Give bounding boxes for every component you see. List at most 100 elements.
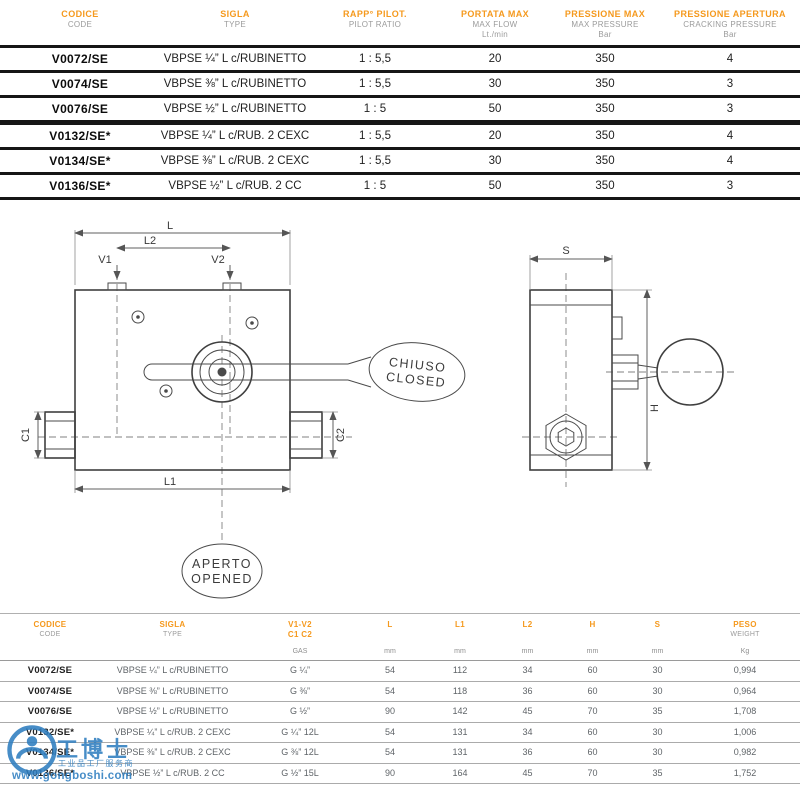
cell-type: VBPSE ½” L c/RUBINETTO — [163, 103, 307, 115]
col-header-sigla: SIGLA TYPE — [220, 9, 250, 29]
cell-s: 30 — [652, 685, 663, 696]
table-row: V0074/SE VBPSE ⅜” L c/RUBINETTO G ⅜” 54 … — [0, 682, 800, 702]
cell-l2: 45 — [522, 767, 533, 778]
cell-gas: G ¼” — [289, 665, 310, 675]
cell-code: V0134/SE* — [49, 154, 111, 168]
cell-weight: 1,006 — [733, 726, 757, 737]
cell-l: 54 — [384, 747, 395, 757]
cell-code: V0136/SE* — [49, 179, 111, 193]
closed-position-label: CHIUSO CLOSED — [368, 342, 466, 402]
closed-label-line1: CHIUSO — [388, 355, 447, 375]
table-row: V0072/SE VBPSE ¼” L c/RUBINETTO 1 : 5,5 … — [0, 45, 800, 70]
table-row: V0136/SE* VBPSE ½” L c/RUB. 2 CC G ½” 15… — [0, 764, 800, 784]
cell-flow: 50 — [488, 180, 502, 192]
cell-code: V0076/SE — [27, 706, 73, 717]
col-header-gas-ports: V1-V2 C1 C2 GAS — [287, 620, 313, 655]
cell-gas: G ¼” 12L — [281, 726, 319, 737]
dimensions: L L2 V1 V2 C1 C2 L1 S — [20, 220, 661, 493]
cell-type: VBPSE ⅜” L c/RUBINETTO — [116, 685, 229, 696]
specs-table-header: CODICE CODE SIGLA TYPE RAPP° PILOT. PILO… — [0, 0, 800, 45]
cell-code: V0076/SE — [51, 102, 109, 116]
valve-drawing-svg: CHIUSO CLOSED APERTO OPENED — [20, 220, 736, 599]
col-header-max-flow: PORTATA MAX MAX FLOW Lt./min — [460, 9, 530, 39]
valve-boss — [191, 341, 253, 403]
dim-label-l2: L2 — [144, 235, 156, 247]
col-header-pilot-ratio: RAPP° PILOT. PILOT RATIO — [343, 9, 407, 29]
cell-l: 90 — [384, 706, 395, 716]
cell-h: 60 — [587, 685, 598, 696]
dim-label-v1: V1 — [98, 254, 111, 266]
table-row: V0076/SE VBPSE ½” L c/RUBINETTO G ½” 90 … — [0, 702, 800, 723]
cell-cracking: 3 — [726, 180, 734, 192]
cell-code: V0132/SE* — [49, 129, 111, 143]
cell-flow: 20 — [488, 130, 502, 142]
cell-ratio: 1 : 5,5 — [359, 78, 391, 90]
col-header-dim-l1: L1 mm — [454, 620, 466, 655]
handle-knob — [656, 338, 724, 406]
cell-flow: 20 — [488, 53, 502, 65]
cell-h: 60 — [587, 747, 598, 757]
cell-s: 35 — [652, 767, 663, 778]
cell-weight: 0,964 — [733, 685, 757, 696]
cell-code: V0132/SE* — [25, 726, 75, 738]
cell-s: 30 — [652, 747, 663, 757]
cell-type: VBPSE ¼” L c/RUB. 2 CEXC — [160, 130, 310, 142]
cell-code: V0072/SE — [51, 52, 109, 66]
cell-ratio: 1 : 5,5 — [359, 155, 391, 167]
cell-l2: 34 — [522, 726, 533, 737]
table-row: V0132/SE* VBPSE ¼” L c/RUB. 2 CEXC 1 : 5… — [0, 120, 800, 147]
col-header-codice: CODICE CODE — [61, 9, 99, 29]
cell-type: VBPSE ½” L c/RUB. 2 CC — [168, 180, 302, 192]
dim-label-c1: C1 — [20, 428, 32, 442]
cell-l1: 164 — [452, 767, 468, 778]
col-header-weight: PESO WEIGHT Kg — [730, 620, 760, 655]
cell-code: V0134/SE* — [25, 747, 75, 758]
col-header-dim-l2: L2 mm — [521, 620, 534, 655]
port-c2 — [289, 411, 323, 459]
table-row: V0134/SE* VBPSE ⅜” L c/RUB. 2 CEXC 1 : 5… — [0, 147, 800, 172]
cell-type: VBPSE ½” L c/RUBINETTO — [116, 706, 229, 716]
cell-s: 30 — [652, 665, 663, 675]
cell-gas: G ½” — [289, 706, 310, 716]
cell-l2: 36 — [522, 747, 533, 757]
cell-pressure: 350 — [595, 130, 615, 142]
cell-flow: 30 — [488, 155, 502, 167]
handle-hub — [611, 354, 639, 390]
cell-l1: 142 — [452, 706, 468, 716]
cell-pressure: 350 — [595, 103, 615, 115]
dim-label-v2: V2 — [211, 254, 224, 266]
cell-pressure: 350 — [595, 155, 615, 167]
cell-type: VBPSE ¼” L c/RUBINETTO — [116, 665, 229, 675]
cell-type: VBPSE ½” L c/RUB. 2 CC — [120, 767, 225, 778]
col-header-dim-h: H mm — [586, 620, 599, 655]
table-row: V0132/SE* VBPSE ¼” L c/RUB. 2 CEXC G ¼” … — [0, 723, 800, 743]
cell-h: 60 — [587, 665, 598, 675]
cell-code: V0072/SE — [27, 665, 73, 676]
cell-weight: 0,982 — [733, 747, 757, 757]
technical-drawing: CHIUSO CLOSED APERTO OPENED — [0, 205, 800, 605]
dim-label-s: S — [562, 245, 569, 257]
cell-gas: G ½” 15L — [281, 767, 319, 778]
cell-ratio: 1 : 5 — [363, 103, 387, 115]
cell-h: 70 — [587, 767, 598, 778]
cell-pressure: 350 — [595, 180, 615, 192]
cell-cracking: 4 — [726, 130, 734, 142]
cell-l: 54 — [384, 726, 395, 737]
dim-label-h: H — [649, 404, 661, 412]
cell-ratio: 1 : 5,5 — [359, 130, 391, 142]
cell-l1: 131 — [452, 726, 468, 737]
cell-l1: 112 — [452, 665, 468, 675]
port-c1 — [44, 411, 76, 459]
cell-weight: 1,708 — [733, 706, 757, 716]
col-header-sigla: SIGLA TYPE — [159, 620, 186, 638]
table-row: V0136/SE* VBPSE ½” L c/RUB. 2 CC 1 : 5 5… — [0, 172, 800, 197]
dim-label-l1: L1 — [164, 476, 176, 488]
col-header-cracking-pressure: PRESSIONE APERTURA CRACKING PRESSURE Bar — [674, 9, 786, 39]
cell-l1: 131 — [452, 747, 468, 757]
cell-l: 54 — [384, 685, 395, 696]
dimensions-table-header: CODICE CODE SIGLA TYPE V1-V2 C1 C2 GAS L… — [0, 614, 800, 661]
cell-s: 30 — [652, 726, 663, 737]
cell-cracking: 4 — [726, 155, 734, 167]
cell-weight: 1,752 — [733, 767, 757, 778]
